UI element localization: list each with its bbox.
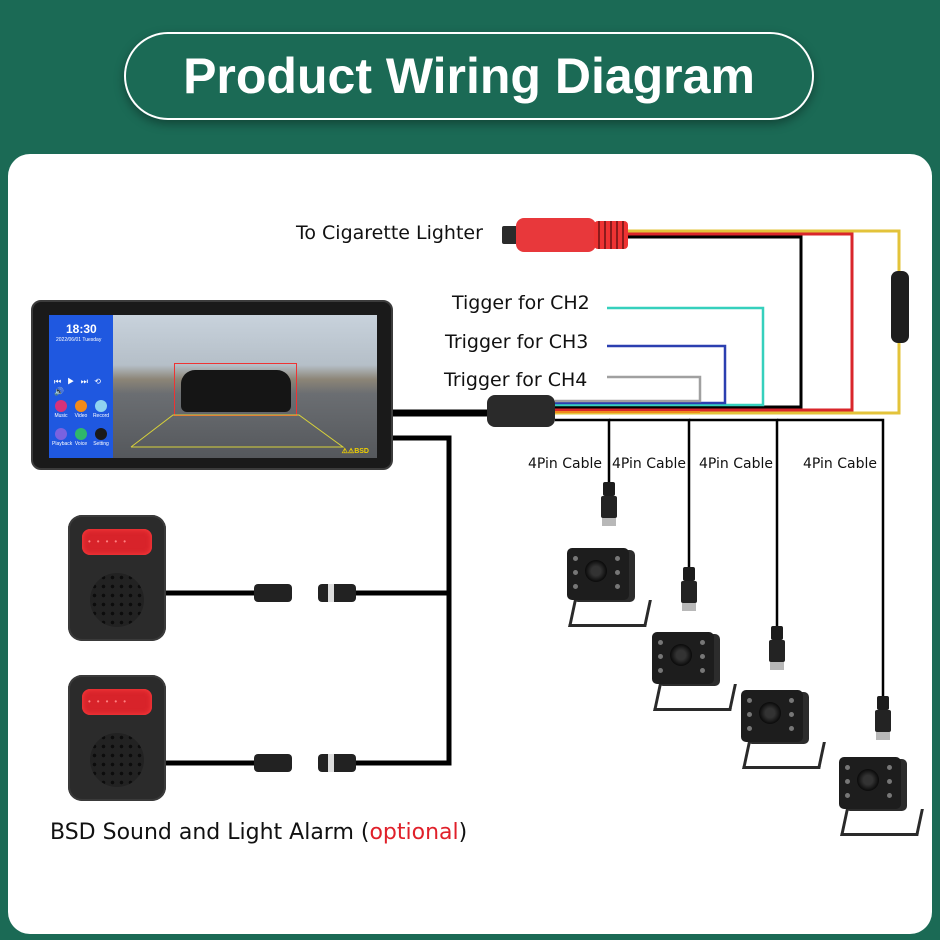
aviation-male-1	[254, 584, 292, 602]
aviation-female-2	[318, 754, 356, 772]
label-bsd-alarm: BSD Sound and Light Alarm (optional)	[50, 820, 467, 845]
camera-2	[652, 632, 737, 722]
label-4pin-cable-4: 4Pin Cable	[803, 456, 877, 472]
camera-plug-1	[601, 482, 617, 528]
bsd-alarm-1: •••••	[68, 515, 166, 641]
camera-plug-3	[769, 626, 785, 672]
date: 2022/06/01 Tuesday	[56, 337, 102, 343]
camera-plug-4	[875, 696, 891, 742]
camera-plug-2	[681, 567, 697, 613]
camera-view: ⚠⚠BSD	[113, 315, 377, 458]
wire-trigger-ch2	[555, 306, 765, 407]
monitor-screen: 18:30 2022/06/01 Tuesday ⏮ ▶ ⏭ ⟲ 🔊 Music…	[49, 315, 377, 458]
bsd-status: ⚠⚠BSD	[341, 448, 369, 455]
label-trigger-ch3: Trigger for CH3	[445, 331, 589, 353]
aviation-male-2	[254, 754, 292, 772]
wire-trigger-ch4	[555, 375, 702, 403]
cable-cam4	[777, 418, 885, 700]
bsd-caption-close: )	[458, 820, 468, 845]
wire-trigger-ch3	[555, 344, 727, 405]
aviation-female-1	[318, 584, 356, 602]
alarm-light	[82, 529, 152, 555]
detected-car	[181, 370, 291, 412]
cigarette-lighter-plug	[502, 218, 628, 252]
alarm-light	[82, 689, 152, 715]
app-setting: Setting	[92, 428, 110, 447]
wire-power-yellow	[628, 229, 901, 271]
optional-tag: optional	[369, 820, 459, 845]
label-trigger-ch4: Trigger for CH4	[444, 369, 588, 391]
label-4pin-cable-3: 4Pin Cable	[699, 456, 773, 472]
app-playback: Playback	[52, 428, 72, 447]
app-video: Video	[72, 400, 90, 419]
app-music: Music	[52, 400, 70, 419]
app-record: Record	[92, 400, 110, 419]
harness-connector	[487, 395, 555, 427]
clock: 18:30	[66, 322, 97, 336]
alarm-speaker	[90, 733, 144, 787]
bsd-alarm-2: •••••	[68, 675, 166, 801]
cable-cam1	[555, 418, 611, 488]
label-4pin-cable-1: 4Pin Cable	[528, 456, 602, 472]
inline-fuse-holder	[891, 271, 909, 343]
title-banner: Product Wiring Diagram	[124, 32, 814, 120]
page-title: Product Wiring Diagram	[183, 48, 755, 104]
camera-4	[839, 757, 924, 847]
monitor-device: 18:30 2022/06/01 Tuesday ⏮ ▶ ⏭ ⟲ 🔊 Music…	[31, 300, 393, 470]
camera-1	[567, 548, 652, 638]
cable-cam3	[689, 418, 779, 630]
media-controls: ⏮ ▶ ⏭ ⟲ 🔊	[54, 377, 103, 396]
label-cigarette-lighter: To Cigarette Lighter	[296, 222, 483, 244]
alarm-speaker	[90, 573, 144, 627]
cable-alarm-trunk	[350, 435, 452, 766]
parking-guide	[130, 414, 345, 448]
label-trigger-ch2: Tigger for CH2	[452, 292, 590, 314]
label-4pin-cable-2: 4Pin Cable	[612, 456, 686, 472]
app-voice: Voice	[72, 428, 90, 447]
bsd-caption: BSD Sound and Light Alarm (	[50, 820, 370, 845]
wire-power-red	[555, 232, 854, 412]
camera-3	[741, 690, 826, 780]
wire-power-black	[555, 235, 803, 409]
launcher-sidebar: 18:30 2022/06/01 Tuesday ⏮ ▶ ⏭ ⟲ 🔊 Music…	[49, 315, 113, 458]
